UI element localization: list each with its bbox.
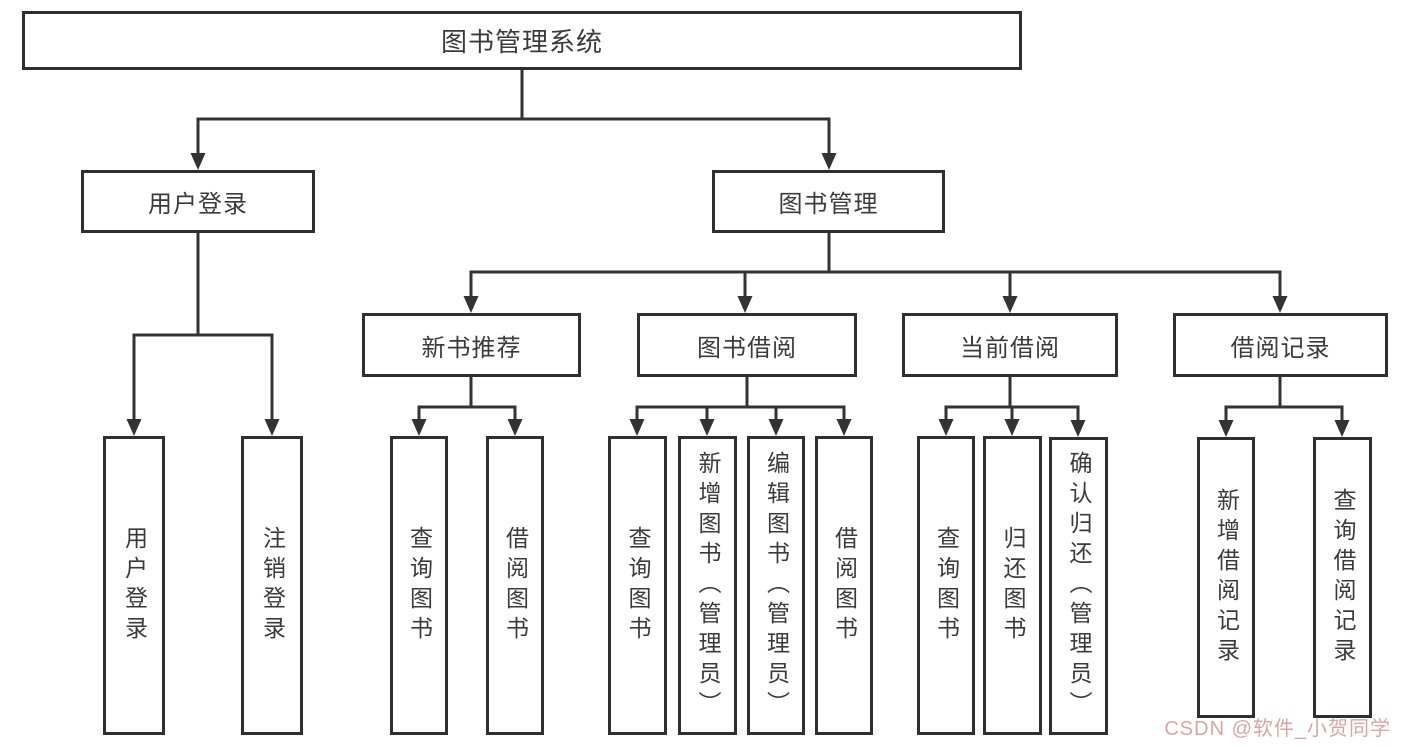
leaf-add-book-admin: 新增图书（管理员） <box>678 436 737 735</box>
arrowhead <box>1334 420 1350 437</box>
arrowhead <box>411 419 427 436</box>
connector-newrec-rail <box>417 405 517 420</box>
leaf-query-borrow-record: 查询借阅记录 <box>1313 437 1372 718</box>
arrowhead <box>768 419 784 436</box>
node-user-login: 用户登录 <box>81 170 315 233</box>
connector-level3-rail <box>469 270 1282 297</box>
arrowhead <box>126 419 142 436</box>
arrowhead <box>938 419 954 436</box>
connector-bborrow-drops <box>705 407 778 420</box>
arrowhead <box>463 296 479 313</box>
leaf-edit-book-admin: 编辑图书（管理员） <box>747 436 805 735</box>
csdn-watermark: CSDN @软件_小贺同学 <box>1164 718 1391 740</box>
arrowhead <box>1002 296 1018 313</box>
node-book-management: 图书管理 <box>712 170 945 233</box>
leaf-query-books-borrow: 查询图书 <box>608 436 667 735</box>
leaf-logout: 注销登录 <box>241 436 303 735</box>
leaf-borrow-books: 借阅图书 <box>815 436 873 735</box>
arrowhead <box>190 153 206 170</box>
connector-login-rail <box>132 333 274 420</box>
arrowhead <box>737 296 753 313</box>
connector-level2-rail <box>196 117 831 154</box>
node-book-borrow: 图书借阅 <box>637 313 857 377</box>
arrowhead <box>1218 420 1234 437</box>
connector-level3-drops <box>743 272 1012 297</box>
arrowhead <box>699 419 715 436</box>
node-borrow-records: 借阅记录 <box>1173 313 1388 377</box>
node-new-book-recommend: 新书推荐 <box>362 313 581 377</box>
leaf-add-borrow-record: 新增借阅记录 <box>1197 437 1255 718</box>
leaf-return-book: 归还图书 <box>983 436 1042 735</box>
arrowhead <box>836 419 852 436</box>
leaf-user-login: 用户登录 <box>103 436 165 735</box>
arrowhead <box>1070 420 1086 437</box>
leaf-query-books-current: 查询图书 <box>917 436 975 735</box>
connector-records-rail <box>1224 405 1344 421</box>
arrowhead <box>1272 296 1288 313</box>
node-current-borrow: 当前借阅 <box>902 313 1118 377</box>
node-root-system: 图书管理系统 <box>22 11 1022 70</box>
arrowhead <box>821 153 837 170</box>
leaf-confirm-return-admin: 确认归还（管理员） <box>1049 437 1108 735</box>
leaf-borrow-books-recommend: 借阅图书 <box>486 436 544 735</box>
arrowhead <box>264 419 280 436</box>
arrowhead <box>629 419 645 436</box>
connector-bborrow-rail <box>635 405 846 420</box>
arrowhead <box>507 419 523 436</box>
leaf-query-books-recommend: 查询图书 <box>390 436 448 735</box>
arrowhead <box>1004 419 1020 436</box>
